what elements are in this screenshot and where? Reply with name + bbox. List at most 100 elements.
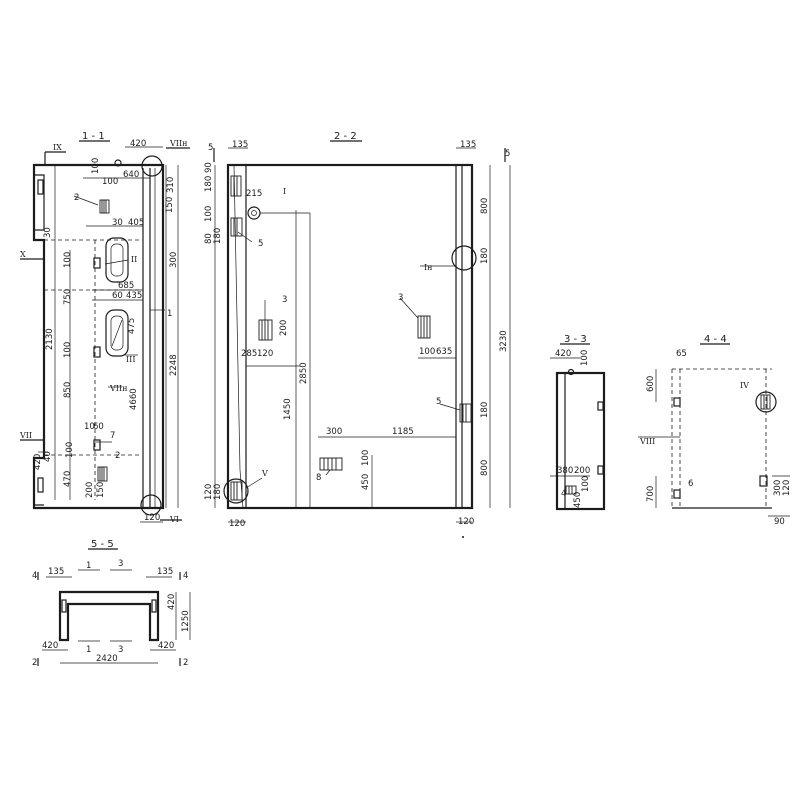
svg-text:135: 135 bbox=[460, 140, 476, 150]
section-2-2: 2 - 2 bbox=[204, 131, 510, 529]
svg-text:120: 120 bbox=[458, 517, 474, 527]
svg-text:VIIн: VIIн bbox=[109, 384, 127, 393]
opening-upper bbox=[105, 237, 129, 283]
section-1-1-title: 1 - 1 bbox=[82, 131, 105, 142]
opening-lower bbox=[105, 309, 129, 357]
svg-text:405: 405 bbox=[128, 218, 144, 228]
embed-3-left bbox=[258, 319, 273, 341]
svg-text:6: 6 bbox=[688, 479, 693, 489]
section-3-3-title: 3 - 3 bbox=[564, 334, 587, 345]
svg-text:1: 1 bbox=[86, 561, 91, 571]
svg-text:3: 3 bbox=[118, 645, 123, 655]
svg-text:3230: 3230 bbox=[499, 330, 509, 352]
svg-text:VIII: VIII bbox=[639, 437, 655, 446]
detail-circle-In bbox=[451, 245, 477, 271]
detail-circle-I bbox=[247, 206, 261, 220]
svg-text:1: 1 bbox=[86, 645, 91, 655]
svg-text:30: 30 bbox=[43, 227, 53, 238]
detail-circle-VI bbox=[140, 494, 162, 516]
section-3-3-outline bbox=[555, 371, 606, 511]
svg-text:420: 420 bbox=[555, 349, 571, 359]
embed-5-left bbox=[230, 217, 243, 237]
svg-text:750: 750 bbox=[63, 289, 73, 305]
svg-text:V: V bbox=[261, 469, 268, 478]
svg-text:VI: VI bbox=[169, 515, 179, 524]
svg-text:1: 1 bbox=[167, 309, 172, 319]
svg-text:2: 2 bbox=[74, 193, 79, 203]
svg-text:800: 800 bbox=[480, 198, 490, 214]
section-2-2-outline bbox=[226, 163, 474, 510]
svg-text:IX: IX bbox=[53, 143, 62, 152]
svg-text:180: 180 bbox=[213, 228, 223, 244]
svg-text:380: 380 bbox=[557, 466, 573, 476]
detail-circle-V bbox=[223, 478, 249, 504]
svg-text:470: 470 bbox=[63, 471, 73, 487]
svg-text:2130: 2130 bbox=[45, 328, 55, 350]
svg-text:100: 100 bbox=[91, 158, 101, 174]
section-3-3: 3 - 3 420 100 380 200 450 100 4 bbox=[550, 334, 606, 511]
svg-text:420: 420 bbox=[158, 641, 174, 651]
svg-text:3: 3 bbox=[282, 295, 287, 305]
svg-text:120: 120 bbox=[204, 484, 214, 500]
svg-text:100: 100 bbox=[63, 342, 73, 358]
svg-text:120: 120 bbox=[229, 519, 245, 529]
svg-text:5: 5 bbox=[208, 143, 213, 153]
svg-text:100: 100 bbox=[65, 442, 75, 458]
svg-text:60: 60 bbox=[112, 291, 123, 301]
svg-text:135: 135 bbox=[48, 567, 64, 577]
svg-text:100: 100 bbox=[63, 252, 73, 268]
embed-2-lower bbox=[97, 466, 108, 482]
detail-circle-IV bbox=[755, 391, 777, 413]
svg-text:100: 100 bbox=[361, 450, 371, 466]
svg-text:4: 4 bbox=[561, 489, 566, 499]
svg-text:150: 150 bbox=[165, 197, 175, 213]
embed-2-upper bbox=[99, 199, 110, 214]
section-1-1: 1 - 1 bbox=[19, 131, 190, 524]
svg-text:420: 420 bbox=[130, 139, 146, 149]
svg-text:600: 600 bbox=[646, 376, 656, 392]
svg-text:850: 850 bbox=[63, 382, 73, 398]
svg-text:5: 5 bbox=[505, 149, 510, 159]
svg-text:180: 180 bbox=[213, 484, 223, 500]
svg-text:I: I bbox=[283, 187, 286, 196]
svg-text:II: II bbox=[131, 255, 137, 264]
svg-text:100: 100 bbox=[204, 206, 214, 222]
section-2-2-title: 2 - 2 bbox=[334, 131, 357, 142]
svg-text:5: 5 bbox=[258, 239, 263, 249]
svg-text:640: 640 bbox=[123, 170, 139, 180]
svg-text:IV: IV bbox=[740, 381, 749, 390]
svg-text:3: 3 bbox=[118, 559, 123, 569]
svg-text:5: 5 bbox=[436, 397, 441, 407]
svg-text:215: 215 bbox=[246, 189, 262, 199]
svg-text:420: 420 bbox=[42, 641, 58, 651]
embed-5-right bbox=[459, 403, 472, 423]
svg-text:X: X bbox=[20, 250, 26, 259]
svg-text:2: 2 bbox=[183, 658, 188, 668]
svg-text:2248: 2248 bbox=[169, 354, 179, 376]
section-5-5: 5 - 5 135 135 420 1250 420 2420 420 1 3 … bbox=[32, 539, 191, 668]
svg-text:200: 200 bbox=[85, 482, 95, 498]
svg-text:80: 80 bbox=[204, 233, 214, 244]
svg-text:65: 65 bbox=[676, 349, 687, 359]
svg-text:III: III bbox=[126, 355, 135, 364]
section-5-5-title: 5 - 5 bbox=[91, 539, 114, 550]
svg-text:285: 285 bbox=[241, 349, 257, 359]
svg-text:VII: VII bbox=[19, 431, 32, 440]
svg-text:120: 120 bbox=[144, 513, 160, 523]
svg-text:100: 100 bbox=[581, 476, 591, 492]
svg-text:40: 40 bbox=[43, 451, 53, 462]
embed-8 bbox=[319, 457, 343, 471]
section-4-4: 4 - 4 65 600 700 300 120 90 6 IV VIII bbox=[638, 334, 792, 527]
svg-text:3: 3 bbox=[398, 293, 403, 303]
svg-text:100: 100 bbox=[580, 350, 590, 366]
svg-text:180: 180 bbox=[480, 402, 490, 418]
svg-text:1450: 1450 bbox=[283, 398, 293, 420]
svg-text:200: 200 bbox=[279, 320, 289, 336]
svg-text:135: 135 bbox=[232, 140, 248, 150]
svg-text:30: 30 bbox=[112, 218, 123, 228]
svg-text:7: 7 bbox=[110, 431, 115, 441]
svg-text:310: 310 bbox=[166, 177, 176, 193]
svg-text:435: 435 bbox=[126, 291, 142, 301]
svg-text:120: 120 bbox=[782, 480, 792, 496]
